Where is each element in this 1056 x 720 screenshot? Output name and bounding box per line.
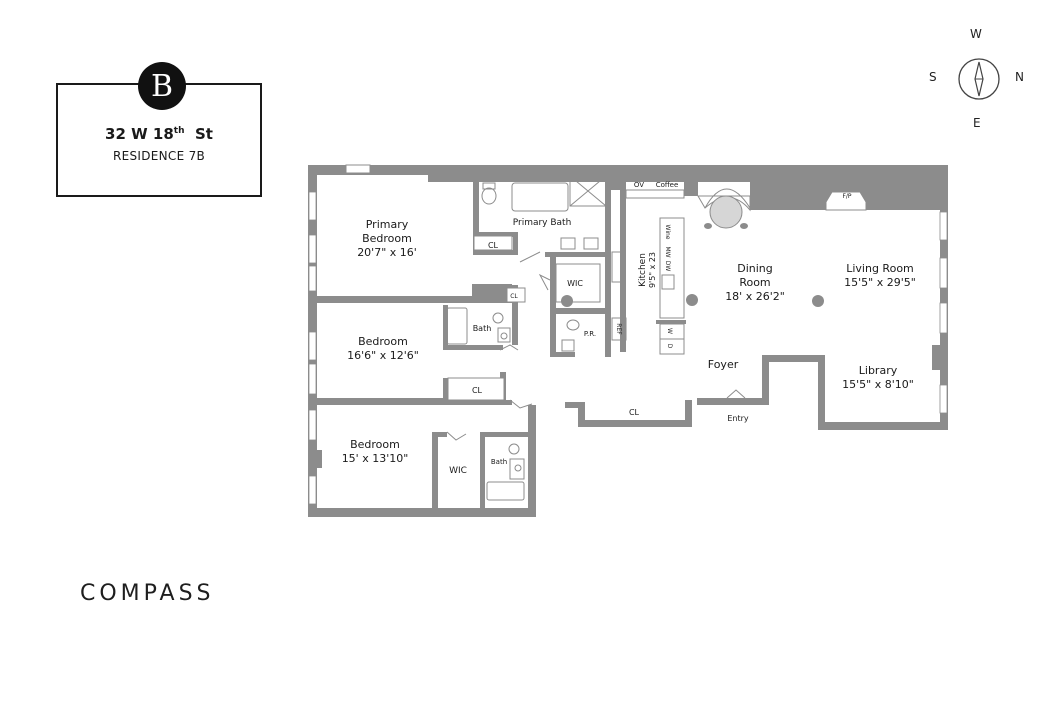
svg-text:Bedroom: Bedroom [362, 232, 412, 245]
dishwasher-label: DW [664, 261, 671, 272]
wic-2-label: WIC [449, 466, 467, 476]
compass-north: N [1015, 70, 1024, 84]
library-label: Library [859, 364, 898, 377]
primary-bedroom-label: Primary [366, 218, 409, 231]
living-room-dims: 15'5" x 29'5" [844, 276, 916, 289]
compass-south: S [929, 70, 937, 84]
wic-label: WIC [567, 279, 583, 288]
dryer-label: D [666, 344, 673, 349]
bath-2-label: Bath [491, 458, 507, 466]
closet-label: CL [510, 293, 518, 300]
compass-east: E [973, 116, 981, 130]
oven-label: OV [634, 181, 644, 189]
washer-label: W [666, 328, 673, 334]
dining-room-dims: 18' x 26'2" [725, 290, 785, 303]
primary-bedroom-dims: 20'7" x 16' [357, 246, 417, 259]
windows-left [308, 191, 317, 505]
microwave-label: MW [664, 246, 671, 257]
wine-label: Wine [664, 225, 671, 240]
bath-label: Bath [473, 324, 492, 333]
building-logo: B [138, 62, 186, 110]
logo-letter: B [150, 68, 174, 104]
windows-right [939, 211, 948, 414]
primary-bath-label: Primary Bath [513, 218, 572, 228]
bedroom-2-dims: 16'6" x 12'6" [347, 349, 419, 362]
living-room-label: Living Room [846, 262, 914, 275]
residence-label: RESIDENCE 7B [112, 149, 206, 163]
compass-brand-logo: COMPASS [80, 581, 215, 606]
address-title: 32 W 18th St [105, 125, 213, 143]
svg-text:Room: Room [739, 276, 770, 289]
library-dims: 15'5" x 8'10" [842, 378, 914, 391]
compass-west: W [970, 27, 982, 41]
fireplace-label: F/P [842, 193, 851, 200]
kitchen-labels: Kitchen 9'5" x 23 Wine MW DW REF W D [615, 225, 673, 349]
kitchen-label: Kitchen [638, 253, 648, 287]
compass-rose: W S N E [925, 25, 1035, 135]
foyer-closet-label: CL [629, 408, 640, 417]
entry-label: Entry [727, 414, 749, 423]
bedroom-2-label: Bedroom [358, 335, 408, 348]
bedroom-3-dims: 15' x 13'10" [342, 452, 409, 465]
compass-needle-icon [958, 58, 1000, 100]
columns [447, 195, 824, 401]
powder-room-label: P.R. [584, 330, 596, 338]
kitchen-dims: 9'5" x 23 [648, 252, 657, 288]
primary-closet-label: CL [488, 241, 499, 250]
fixtures [446, 175, 867, 501]
bedroom-3-label: Bedroom [350, 438, 400, 451]
foyer-label: Foyer [708, 358, 739, 371]
refrigerator-label: REF [615, 323, 622, 335]
closet-2-label: CL [472, 386, 483, 395]
coffee-label: Coffee [656, 181, 679, 189]
room-labels: Primary Bedroom 20'7" x 16' Primary Bath… [342, 181, 916, 476]
dining-room-label: Dining [737, 262, 773, 275]
